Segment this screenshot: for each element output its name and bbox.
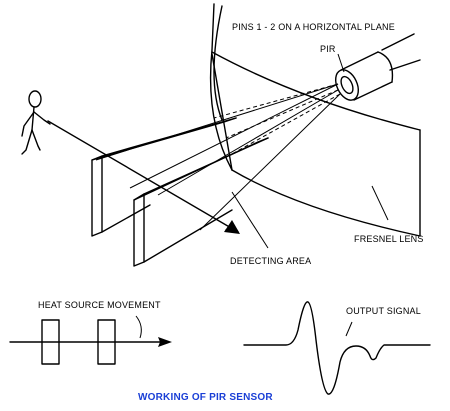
diagram-caption: WORKING OF PIR SENSOR <box>138 392 273 403</box>
output-signal-label: OUTPUT SIGNAL <box>346 306 421 316</box>
pins-label: PINS 1 - 2 ON A HORIZONTAL PLANE <box>232 22 395 32</box>
fresnel-lens-wall <box>209 3 421 237</box>
heat-source-panel: HEAT SOURCE MOVEMENT <box>9 300 172 365</box>
detection-slab-near <box>91 117 237 237</box>
pir-label: PIR <box>320 44 336 54</box>
output-signal-panel: OUTPUT SIGNAL <box>243 301 431 395</box>
movement-arrow <box>47 120 240 234</box>
pir-leader <box>337 53 345 73</box>
detecting-area-label: DETECTING AREA <box>230 256 311 266</box>
fresnel-lens-label: FRESNEL LENS <box>354 234 424 244</box>
detection-slab-far <box>133 137 269 267</box>
detecting-area-leader <box>231 191 269 249</box>
person-figure <box>21 90 51 155</box>
heat-source-label: HEAT SOURCE MOVEMENT <box>38 300 161 310</box>
fresnel-leader <box>371 185 389 221</box>
pir-sensor <box>334 33 421 101</box>
